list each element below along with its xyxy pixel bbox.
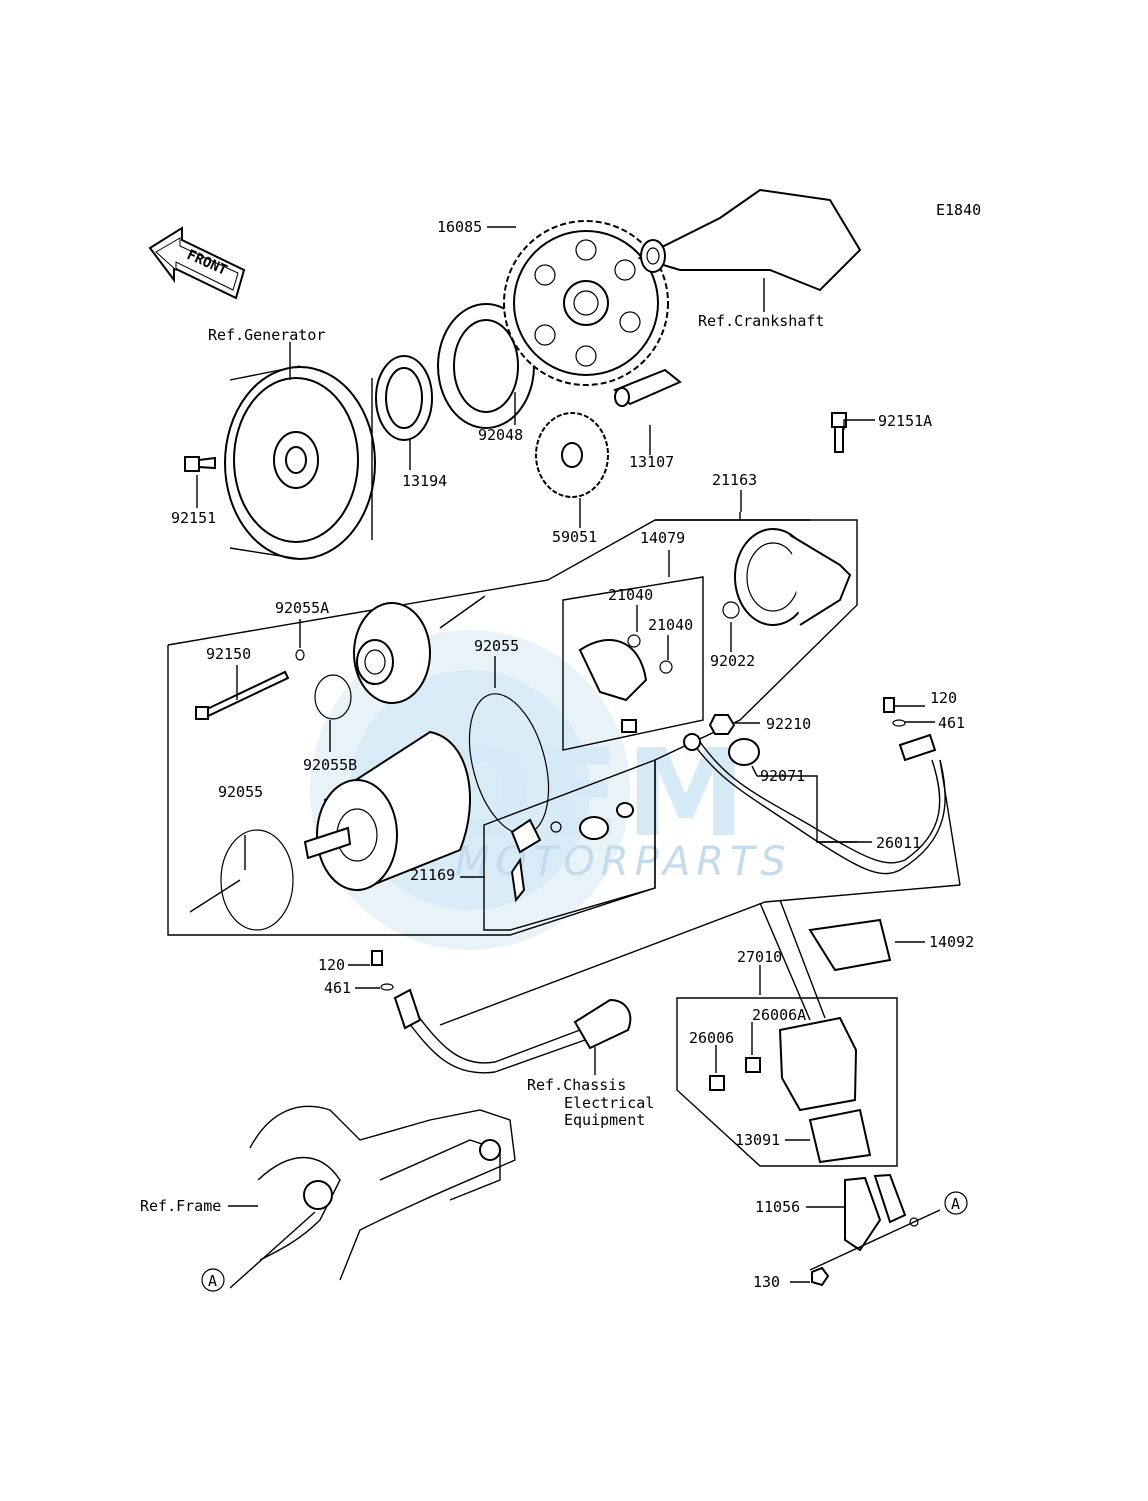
- terminal-box: [483, 758, 656, 931]
- fuse-26006: [709, 1075, 725, 1091]
- part-13091[interactable]: 13091: [735, 1131, 780, 1149]
- marker-a-left-label: A: [208, 1272, 217, 1290]
- part-92071[interactable]: 92071: [760, 767, 805, 785]
- part-26006a[interactable]: 26006A: [752, 1006, 806, 1024]
- one-way-clutch: [375, 355, 433, 441]
- ref-chassis-label-1: Ref.Chassis: [527, 1076, 626, 1094]
- bolt-92151a: [831, 412, 847, 453]
- relay-cover: [808, 918, 892, 972]
- part-92151a[interactable]: 92151A: [878, 412, 932, 430]
- part-92210[interactable]: 92210: [766, 715, 811, 733]
- brush-plate: [578, 634, 673, 733]
- ref-chassis-label-3: Equipment: [564, 1111, 645, 1129]
- part-92151[interactable]: 92151: [171, 509, 216, 527]
- part-120-upper[interactable]: 120: [930, 689, 957, 707]
- idle-gear: [535, 412, 609, 498]
- relay-box: [676, 997, 898, 1167]
- o-ring-92055a: [295, 649, 305, 661]
- part-13194[interactable]: 13194: [402, 472, 447, 490]
- watermark-sub: MOTORPARTS: [455, 839, 792, 885]
- part-92022[interactable]: 92022: [710, 652, 755, 670]
- starter-motor-box: [167, 519, 858, 936]
- fuse-26006a: [745, 1057, 761, 1073]
- part-14079[interactable]: 14079: [640, 529, 685, 547]
- o-ring-92022: [722, 601, 740, 619]
- o-ring-92055-lower: [220, 829, 294, 931]
- bolt-92151: [184, 456, 216, 472]
- leader-lines: [196, 226, 935, 1283]
- part-130[interactable]: 130: [753, 1273, 780, 1291]
- nut-92210: [708, 714, 736, 735]
- part-461-upper[interactable]: 461: [938, 714, 965, 732]
- part-92055b-ring[interactable]: 92055B: [303, 756, 357, 774]
- starter-clutch-gear: [503, 220, 669, 386]
- ref-generator-label: Ref.Generator: [208, 326, 325, 344]
- part-11056[interactable]: 11056: [755, 1198, 800, 1216]
- part-21169[interactable]: 21169: [410, 866, 455, 884]
- ref-frame-label: Ref.Frame: [140, 1197, 221, 1215]
- washer-461-upper: [892, 719, 906, 727]
- relay-bracket: [844, 1173, 919, 1252]
- connector-marker-a-left: A: [201, 1268, 225, 1292]
- bolt-130: [811, 1266, 830, 1287]
- part-14092[interactable]: 14092: [929, 933, 974, 951]
- starter-relay: [759, 899, 858, 1112]
- bolt-120-lower: [371, 950, 383, 966]
- washer-461-lower: [380, 983, 394, 991]
- connector-marker-a-right: A: [944, 1191, 968, 1215]
- part-59051[interactable]: 59051: [552, 528, 597, 546]
- relay-boot: [808, 1108, 872, 1164]
- part-92150[interactable]: 92150: [206, 645, 251, 663]
- part-26006[interactable]: 26006: [689, 1029, 734, 1047]
- long-bolt-92150: [195, 670, 290, 720]
- part-92055a-ring[interactable]: 92055A: [275, 599, 329, 617]
- starter-front-cover: [353, 602, 431, 704]
- ref-crankshaft-label: Ref.Crankshaft: [698, 312, 824, 330]
- o-ring-92055b: [314, 674, 352, 720]
- marker-a-right-label: A: [951, 1195, 960, 1213]
- terminal-set: [510, 802, 634, 903]
- part-16085[interactable]: 16085: [437, 218, 482, 236]
- part-26011[interactable]: 26011: [876, 834, 921, 852]
- idle-shaft: [613, 368, 682, 407]
- brush-holder-box: [562, 576, 704, 751]
- part-120-lower[interactable]: 120: [318, 956, 345, 974]
- part-92055-lower[interactable]: 92055: [218, 783, 263, 801]
- part-461-lower[interactable]: 461: [324, 979, 351, 997]
- part-13107[interactable]: 13107: [629, 453, 674, 471]
- starter-cable: [683, 733, 946, 875]
- part-21040-a[interactable]: 21040: [608, 586, 653, 604]
- lower-harness: [393, 988, 632, 1074]
- part-92048[interactable]: 92048: [478, 426, 523, 444]
- frame-outline: [229, 1105, 516, 1289]
- ref-chassis-label-2: Electrical: [564, 1094, 654, 1112]
- part-21163[interactable]: 21163: [712, 471, 757, 489]
- bolt-120-upper: [883, 697, 895, 713]
- end-cover: [734, 528, 852, 626]
- starter-motor-body: [303, 730, 471, 892]
- front-arrow-icon: FRONT: [148, 226, 246, 300]
- diagram-code: E1840: [936, 201, 981, 219]
- part-92055-upper[interactable]: 92055: [474, 637, 519, 655]
- part-21040-b[interactable]: 21040: [648, 616, 693, 634]
- crankshaft: [637, 188, 862, 292]
- generator-rotor: [224, 365, 376, 560]
- part-27010[interactable]: 27010: [737, 948, 782, 966]
